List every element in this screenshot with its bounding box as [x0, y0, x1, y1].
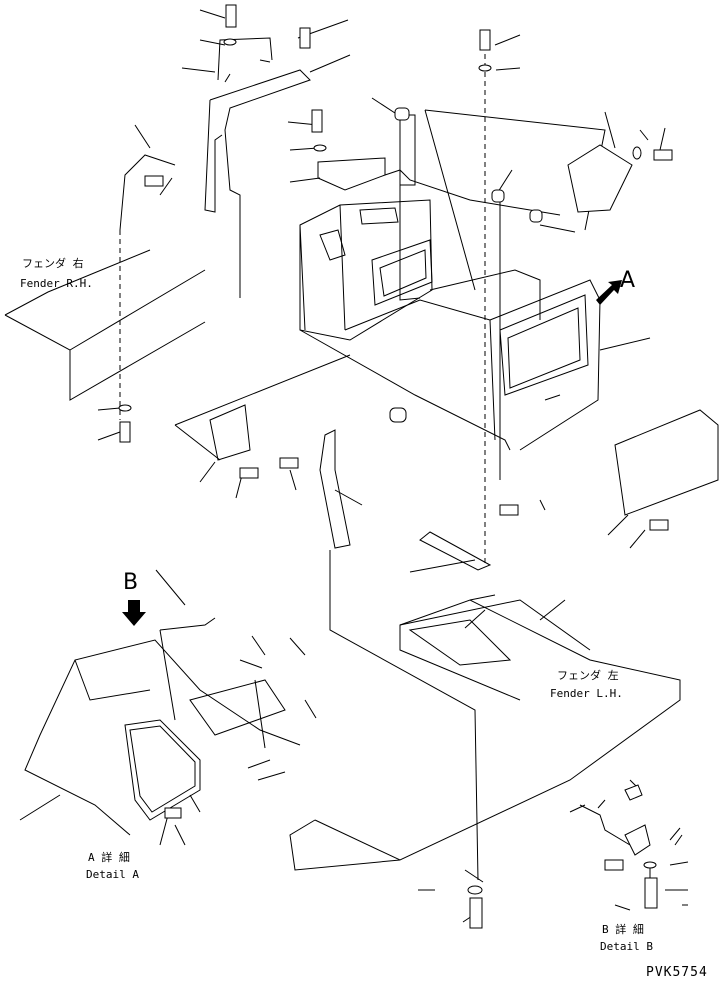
console-body — [300, 170, 600, 450]
arrow-b-icon — [122, 600, 146, 626]
fender-lh-en-label: Fender L.H. — [550, 687, 623, 700]
bolts — [120, 5, 672, 928]
detail-b-en-label: Detail B — [600, 940, 653, 953]
view-arrows — [122, 280, 622, 626]
rods — [320, 45, 500, 880]
upper-bracket — [205, 38, 605, 300]
view-b-label: B — [123, 570, 139, 595]
detail-a-en-label: Detail A — [86, 868, 139, 881]
detail-a-jp-label: A 詳 細 — [88, 851, 130, 864]
drawing-code: PVK5754 — [646, 965, 708, 980]
fender-rh — [5, 155, 205, 420]
detail-b-jp-label: B 詳 細 — [602, 923, 644, 936]
fender-lh-jp-label: フェンダ 左 — [557, 669, 619, 682]
fender-rh-jp-label: フェンダ 右 — [22, 257, 84, 270]
leader-lines — [20, 10, 688, 922]
arrow-a-icon — [596, 280, 622, 305]
fender-rh-en-label: Fender R.H. — [20, 277, 93, 290]
detail-a — [25, 618, 300, 835]
washers — [119, 39, 656, 894]
fender-lh — [290, 595, 680, 870]
covers — [175, 145, 718, 515]
view-a-label: A — [620, 268, 636, 293]
detail-b — [580, 785, 650, 900]
